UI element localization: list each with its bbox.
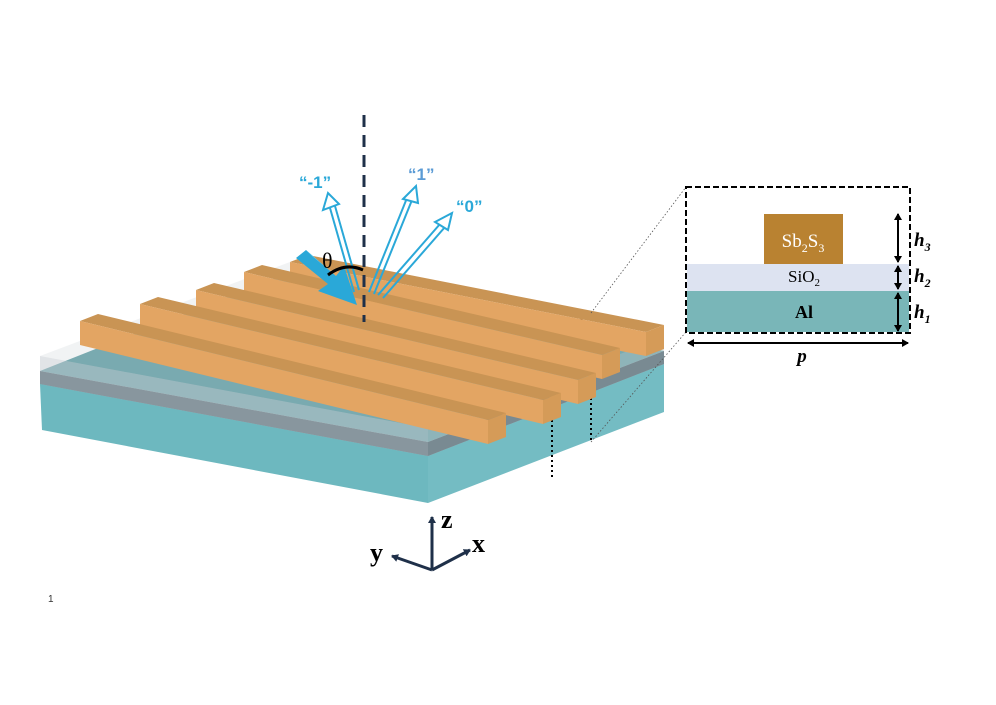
bar-top-face — [290, 255, 664, 332]
theta-label: θ — [322, 248, 333, 273]
bar-end-face — [488, 413, 506, 444]
bar-front-face — [290, 262, 646, 356]
order-1-beam — [368, 183, 420, 295]
bar-front-face — [140, 304, 543, 424]
oxide-front-glass — [40, 356, 428, 456]
sb2s3-bar — [140, 297, 561, 424]
order-0-label: “0” — [456, 197, 482, 216]
inset-al-label: Al — [795, 302, 813, 322]
page-number: 1 — [48, 594, 54, 605]
bar-top-face — [80, 314, 506, 420]
z-axis-label: z — [441, 505, 453, 534]
bar-end-face — [602, 348, 620, 379]
y-axis-label: y — [370, 538, 383, 567]
bar-front-face — [80, 321, 488, 444]
inset-sio2-label: SiO2 — [788, 267, 820, 289]
inset-al-layer — [687, 291, 909, 332]
sb2s3-bar — [290, 255, 664, 356]
inset-sb2s3-bar — [764, 214, 843, 264]
sb2s3-bar — [80, 314, 506, 444]
bar-top-face — [196, 283, 596, 380]
x-axis-label: x — [472, 529, 485, 558]
beams: θ “-1” “1” “0” — [296, 115, 482, 322]
substrate-right-face — [428, 364, 664, 503]
order-0-beam — [377, 211, 454, 299]
x-axis — [431, 548, 471, 572]
bar-end-face — [578, 373, 596, 404]
h3-label: h3 — [914, 230, 931, 254]
inset-frame — [685, 186, 911, 334]
theta-arc — [327, 265, 364, 277]
incident-beam — [296, 250, 357, 305]
order-1-label: “1” — [408, 165, 434, 184]
sb2s3-bars — [80, 255, 664, 444]
coordinate-axes — [391, 516, 471, 572]
h1-label: h1 — [914, 302, 931, 326]
bar-top-face — [140, 297, 561, 400]
bar-front-face — [244, 272, 602, 379]
order-minus1-label: “-1” — [299, 173, 331, 192]
period-label: p — [795, 346, 807, 367]
cross-section-inset: Sb2S3 SiO2 Al h3 h2 h1 p — [685, 186, 931, 367]
inset-sio2-layer — [687, 264, 909, 291]
bar-end-face — [646, 325, 664, 356]
h2-label: h2 — [914, 266, 931, 290]
bar-end-face — [543, 393, 561, 424]
substrate-front-face — [40, 384, 428, 503]
inset-sb2s3-label: Sb2S3 — [782, 231, 825, 255]
y-axis — [391, 554, 433, 572]
order-minus1-beam — [321, 191, 360, 293]
